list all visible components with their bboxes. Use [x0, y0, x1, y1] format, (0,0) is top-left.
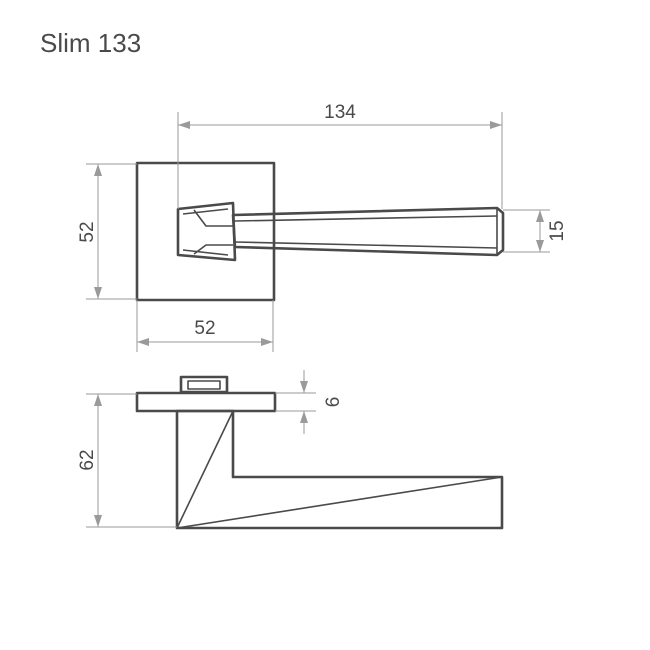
lever-top [176, 201, 505, 262]
dimension-lever-thickness: 15 [503, 209, 568, 253]
top-view [135, 161, 505, 302]
dimension-rose-thickness: 6 [275, 370, 344, 434]
dimension-projection: 62 [77, 393, 177, 528]
rose-plate [135, 161, 276, 302]
dimension-label: 6 [323, 397, 344, 408]
dimension-label: 62 [77, 449, 98, 470]
dimension-label: 15 [547, 220, 568, 241]
lever-side [175, 409, 504, 530]
dimension-rose-width: 52 [136, 300, 274, 352]
rose-plate-side [135, 391, 277, 413]
dimension-label: 52 [77, 221, 98, 242]
dimension-label: 134 [324, 102, 356, 123]
side-view [135, 375, 504, 530]
drawing-title: Slim 133 [40, 28, 141, 58]
dimension-handle-length: 134 [177, 102, 503, 209]
dimension-label: 52 [194, 318, 215, 339]
dimension-rose-height: 52 [77, 163, 137, 300]
